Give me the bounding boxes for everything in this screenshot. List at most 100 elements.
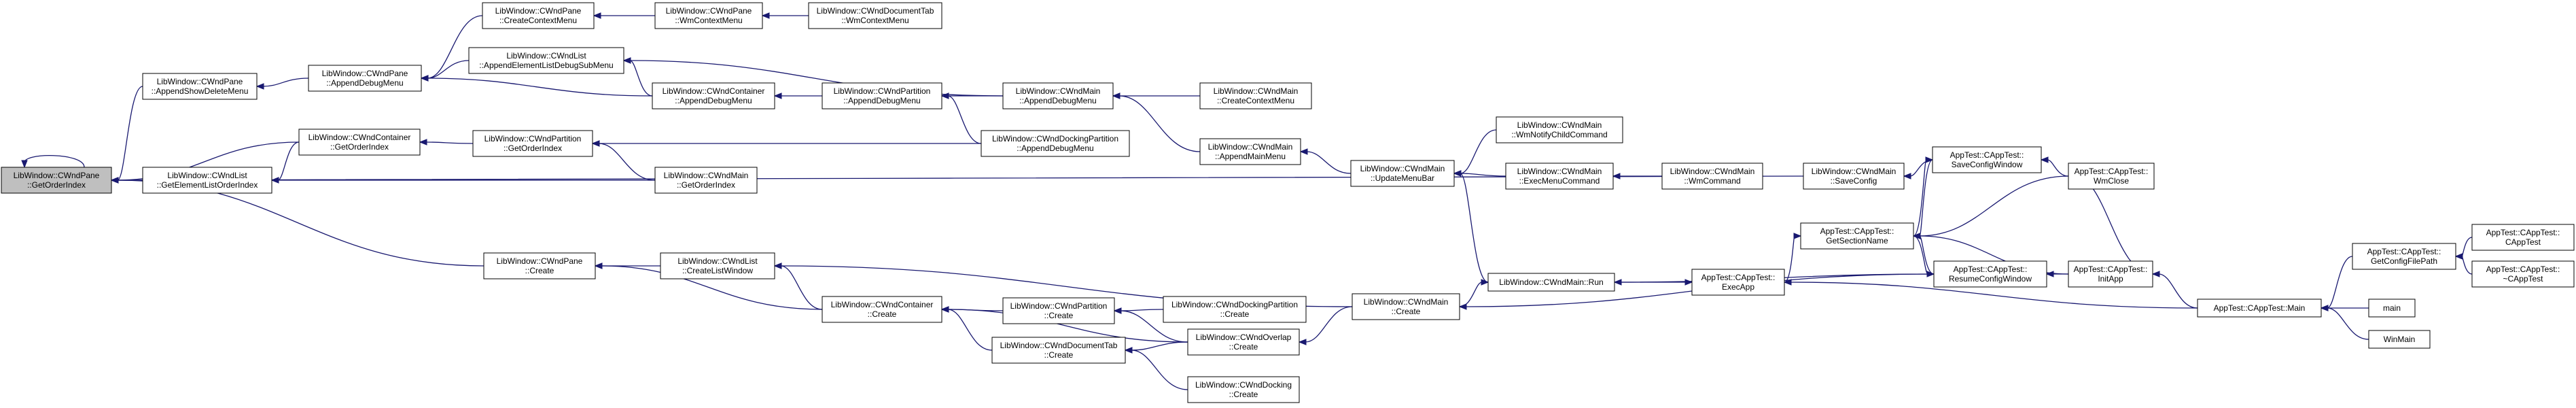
edge-arrowhead [420, 75, 429, 82]
edge-line [1306, 151, 1352, 174]
node-winmain[interactable]: WinMain [2368, 330, 2431, 349]
node-label: AppTest::CAppTest::Main [2214, 303, 2306, 313]
node-pane-append-show[interactable]: LibWindow::CWndPane::AppendShowDeleteMen… [142, 73, 258, 100]
node-app-get-section[interactable]: AppTest::CAppTest::GetSectionName [1800, 222, 1914, 250]
node-label: LibWindow::CWndPane [14, 171, 100, 180]
node-pane-get[interactable]: LibWindow::CWndPane::GetOrderIndex [1, 167, 112, 194]
node-label: ::WmContextMenu [841, 16, 908, 25]
node-list-create[interactable]: LibWindow::CWndList::CreateListWindow [660, 252, 775, 279]
node-box [1187, 376, 1300, 403]
node-partition-append-debug[interactable]: LibWindow::CWndPartition::AppendDebugMen… [822, 82, 942, 109]
edge-line [1460, 129, 1497, 174]
node-box [482, 2, 595, 29]
edge-line [780, 265, 823, 310]
node-box [1002, 82, 1114, 109]
edge-line [1919, 159, 1933, 237]
node-partition-get[interactable]: LibWindow::CWndPartition::GetOrderIndex [472, 130, 593, 157]
edge-main-run-to-main-create [1459, 279, 1489, 307]
node-label: LibWindow::CWndMain [1364, 297, 1449, 307]
node-box [1, 167, 112, 194]
node-main-append-debug[interactable]: LibWindow::CWndMain::AppendDebugMenu [1002, 82, 1114, 109]
edge-app-exec-to-app-main [1783, 279, 2198, 309]
node-label: ResumeConfigWindow [1949, 274, 2032, 284]
node-label: LibWindow::CWndPartition [834, 86, 931, 96]
edge-app-main-to-winmain [2320, 305, 2369, 340]
node-pane-append-debug[interactable]: LibWindow::CWndPane::AppendDebugMenu [308, 65, 422, 92]
node-app-exec[interactable]: AppTest::CAppTest::ExecApp [1691, 269, 1785, 296]
node-label: LibWindow::CWndMain [1670, 167, 1755, 176]
node-label: GetConfigFilePath [2371, 256, 2437, 266]
node-main-wmcommand[interactable]: LibWindow::CWndMain::WmCommand [1661, 163, 1763, 190]
node-label: InitApp [2098, 274, 2123, 284]
node-label: LibWindow::CWndPane [157, 77, 243, 86]
node-main-save-config[interactable]: LibWindow::CWndMain::SaveConfig [1803, 163, 1905, 190]
node-app-get-file[interactable]: AppTest::CAppTest::GetConfigFilePath [2352, 243, 2456, 270]
node-box [142, 167, 272, 194]
edge-arrowhead [1612, 173, 1621, 180]
node-app-wmclose[interactable]: AppTest::CAppTest::WmClose [2068, 163, 2155, 190]
node-app-save-config[interactable]: AppTest::CAppTest::SaveConfigWindow [1932, 146, 2042, 173]
node-box [308, 65, 422, 92]
edge-line [2327, 307, 2369, 340]
node-pane-create-ctx[interactable]: LibWindow::CWndPane::CreateContextMenu [482, 2, 595, 29]
node-label: AppTest::CAppTest:: [1950, 150, 2024, 160]
node-docking-create[interactable]: LibWindow::CWndDocking::Create [1187, 376, 1300, 403]
edge-main-append-main-to-main-update-menu [1299, 148, 1352, 174]
node-app-main[interactable]: AppTest::CAppTest::Main [2197, 299, 2322, 318]
node-label: AppTest::CAppTest:: [2367, 247, 2441, 256]
node-label: ::WmNotifyChildCommand [1511, 130, 1607, 139]
edge-arrowhead [1113, 307, 1122, 314]
edge-arrowhead [2151, 271, 2160, 277]
node-label: ::WmCommand [1684, 176, 1740, 186]
node-dockpart-create[interactable]: LibWindow::CWndDockingPartition::Create [1163, 296, 1307, 323]
node-main-append-main[interactable]: LibWindow::CWndMain::AppendMainMenu [1199, 138, 1301, 165]
node-label: ::Create [1044, 311, 1074, 320]
node-label: LibWindow::CWndDockingPartition [992, 134, 1118, 143]
edge-arrowhead [2454, 253, 2463, 260]
node-box [1505, 163, 1614, 190]
node-pane-create[interactable]: LibWindow::CWndPane::Create [483, 252, 596, 279]
node-app-ctor[interactable]: AppTest::CAppTest::CAppTest [2471, 224, 2575, 251]
node-main-create[interactable]: LibWindow::CWndMain::Create [1352, 293, 1460, 320]
node-main-create-ctx[interactable]: LibWindow::CWndMain::CreateContextMenu [1199, 82, 1312, 109]
node-box [652, 82, 775, 109]
node-main-get[interactable]: LibWindow::CWndMain::GetOrderIndex [654, 167, 758, 194]
edge-arrowhead [1299, 148, 1308, 155]
node-overlap-create[interactable]: LibWindow::CWndOverlap::Create [1187, 328, 1300, 356]
node-app-init[interactable]: AppTest::CAppTest::InitApp [2068, 260, 2153, 288]
node-doctab-create[interactable]: LibWindow::CWndDocumentTab::Create [991, 337, 1126, 364]
edge-main-update-menu-to-main-run [1453, 170, 1489, 283]
node-app-dtor[interactable]: AppTest::CAppTest::~CAppTest [2471, 260, 2575, 288]
node-label: LibWindow::CWndDocumentTab [1000, 341, 1118, 350]
node-main-exec-menu[interactable]: LibWindow::CWndMain::ExecMenuCommand [1505, 163, 1614, 190]
node-app-resume[interactable]: AppTest::CAppTest::ResumeConfigWindow [1933, 260, 2047, 288]
node-main-update-menu[interactable]: LibWindow::CWndMain::UpdateMenuBar [1350, 160, 1455, 187]
edge-partition-create-to-overlap-create [1113, 307, 1188, 343]
node-pane-wmctx[interactable]: LibWindow::CWndPane::WmContextMenu [654, 2, 763, 29]
edge-app-save-config-to-app-wmclose [2040, 156, 2069, 177]
node-main[interactable]: main [2368, 299, 2416, 318]
node-label: WinMain [2384, 335, 2416, 344]
edge-line [117, 86, 143, 181]
node-container-append-debug[interactable]: LibWindow::CWndContainer::AppendDebugMen… [652, 82, 775, 109]
node-label: LibWindow::CWndPane [495, 6, 582, 16]
node-main-run[interactable]: LibWindow::CWndMain::Run [1487, 273, 1615, 292]
node-label: LibWindow::CWndContainer [308, 133, 411, 142]
node-dockpart-append-debug[interactable]: LibWindow::CWndDockingPartition::AppendD… [981, 130, 1130, 157]
node-label: ::AppendShowDeleteMenu [152, 86, 249, 96]
edge-app-get-section-to-app-exec [1784, 233, 1802, 283]
node-main-wmnotify[interactable]: LibWindow::CWndMain::WmNotifyChildComman… [1496, 116, 1623, 143]
node-container-get[interactable]: LibWindow::CWndContainer::GetOrderIndex [298, 129, 421, 156]
edge-line [598, 143, 656, 181]
edge-arrowhead [110, 177, 119, 184]
node-partition-create[interactable]: LibWindow::CWndPartition::Create [1002, 297, 1115, 324]
edge-line [24, 155, 85, 168]
edge-line [1913, 159, 1927, 237]
edge-line [2461, 237, 2473, 257]
node-container-create[interactable]: LibWindow::CWndContainer::Create [822, 296, 942, 323]
node-doctab-wmctx[interactable]: LibWindow::CWndDocumentTab::WmContextMen… [808, 2, 942, 29]
edge-arrowhead [773, 262, 782, 269]
edge-line [277, 141, 300, 181]
node-list-get-elem[interactable]: LibWindow::CWndList::GetElementListOrder… [142, 167, 272, 194]
node-list-append-elem[interactable]: LibWindow::CWndList::AppendElementListDe… [468, 47, 624, 74]
